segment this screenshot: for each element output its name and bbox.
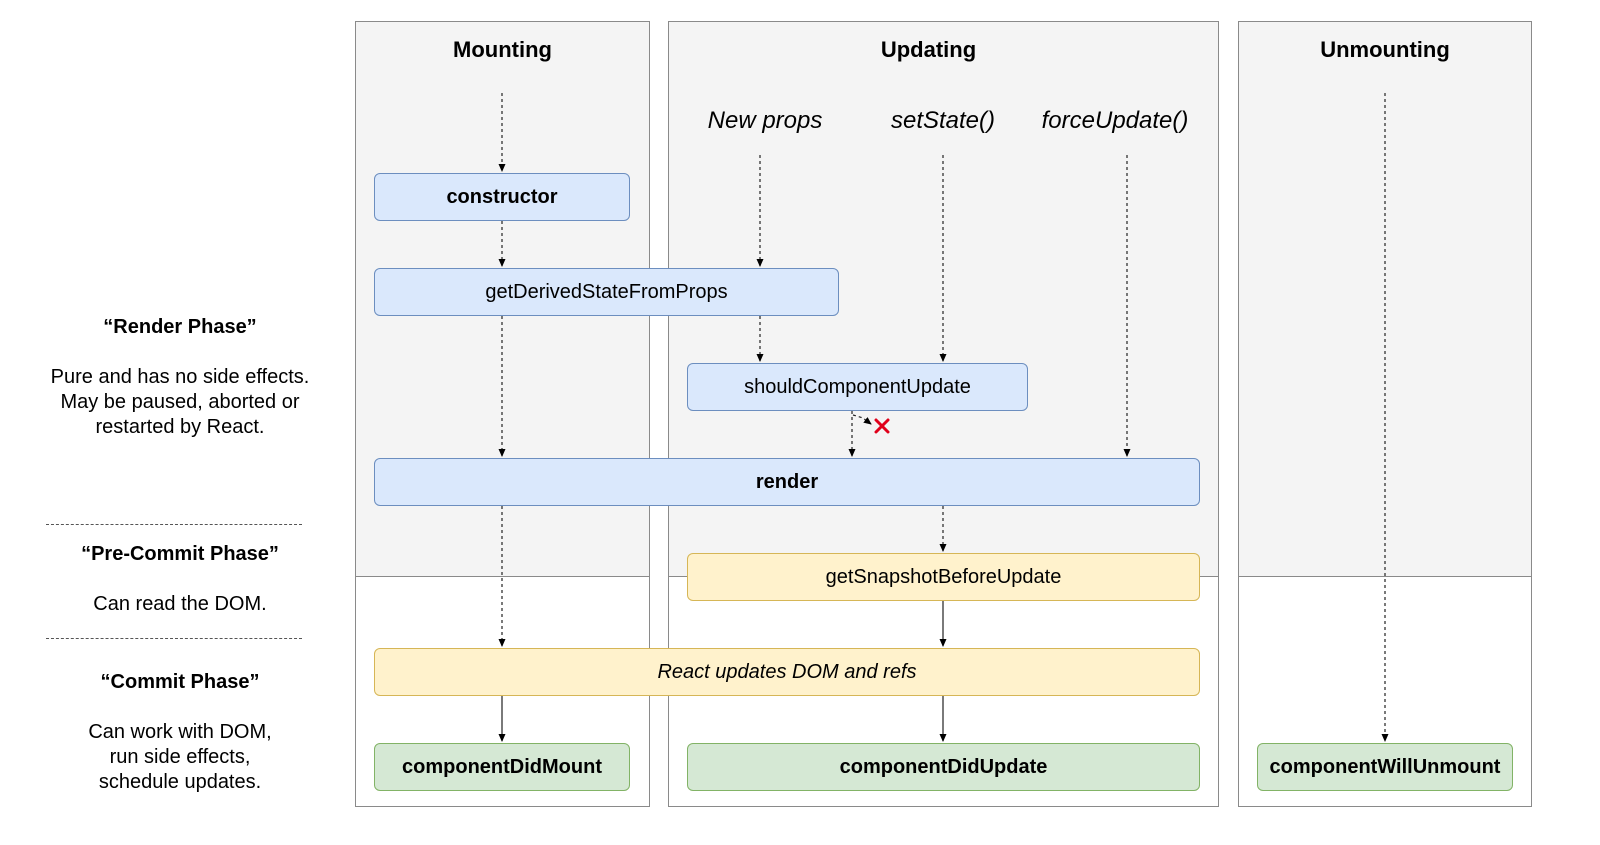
render-phase-description: Pure and has no side effects. May be pau… [50, 366, 310, 438]
component-will-unmount-box: componentWillUnmount [1257, 743, 1513, 791]
precommit-phase-title: “Pre-Commit Phase” [81, 543, 279, 565]
react-updates-dom-box: React updates DOM and refs [374, 648, 1200, 696]
constructor-box: constructor [374, 173, 630, 221]
commit-phase-description: Can work with DOM, run side effects, sch… [88, 721, 272, 793]
commit-phase-title: “Commit Phase” [100, 671, 260, 693]
get-snapshot-before-update-box: getSnapshotBeforeUpdate [687, 553, 1200, 601]
component-did-mount-box: componentDidMount [374, 743, 630, 791]
should-component-update-box: shouldComponentUpdate [687, 363, 1028, 411]
column-title-unmounting: Unmounting [1320, 37, 1450, 62]
trigger-set-state: setState() [890, 107, 996, 134]
phase-divider [46, 524, 302, 525]
column-title-mounting: Mounting [453, 37, 552, 62]
trigger-new-props: New props [707, 107, 823, 134]
component-did-update-box: componentDidUpdate [687, 743, 1200, 791]
render-phase-title: “Render Phase” [103, 316, 257, 338]
trigger-force-update: forceUpdate() [1041, 107, 1189, 134]
render-box: render [374, 458, 1200, 506]
precommit-phase-description: Can read the DOM. [93, 593, 267, 615]
unmounting-column-render [1238, 21, 1532, 577]
column-title-updating: Updating [880, 37, 977, 62]
phase-divider [46, 638, 302, 639]
get-derived-state-from-props-box: getDerivedStateFromProps [374, 268, 839, 316]
